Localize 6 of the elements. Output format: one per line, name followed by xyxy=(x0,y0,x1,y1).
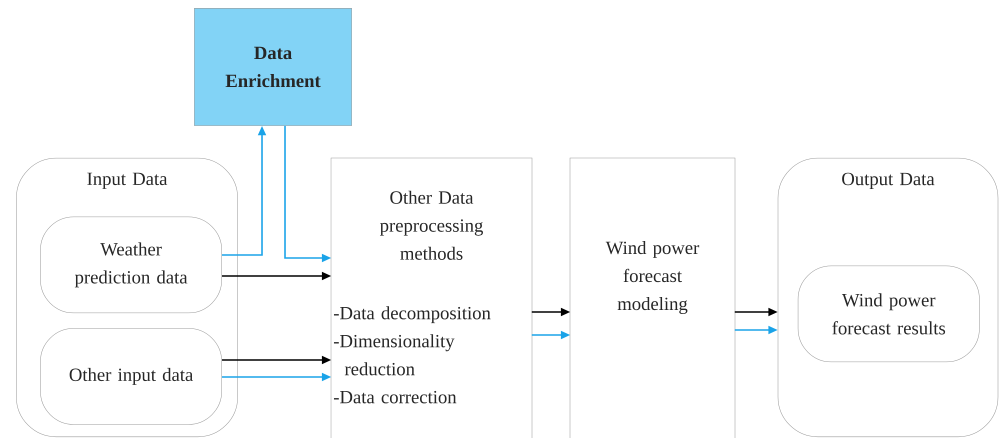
process-box: Other Data preprocessing methods -Data decomposition -Dimensionality reduction -Data correction xyxy=(330,158,532,438)
process-box: Wind power forecast modeling xyxy=(570,158,736,438)
data-box: Wind power forecast results xyxy=(798,266,980,362)
data-box: Other input data xyxy=(40,328,222,425)
data-box: Weather prediction data xyxy=(40,216,222,314)
process-box: Data Enrichment xyxy=(194,8,352,126)
